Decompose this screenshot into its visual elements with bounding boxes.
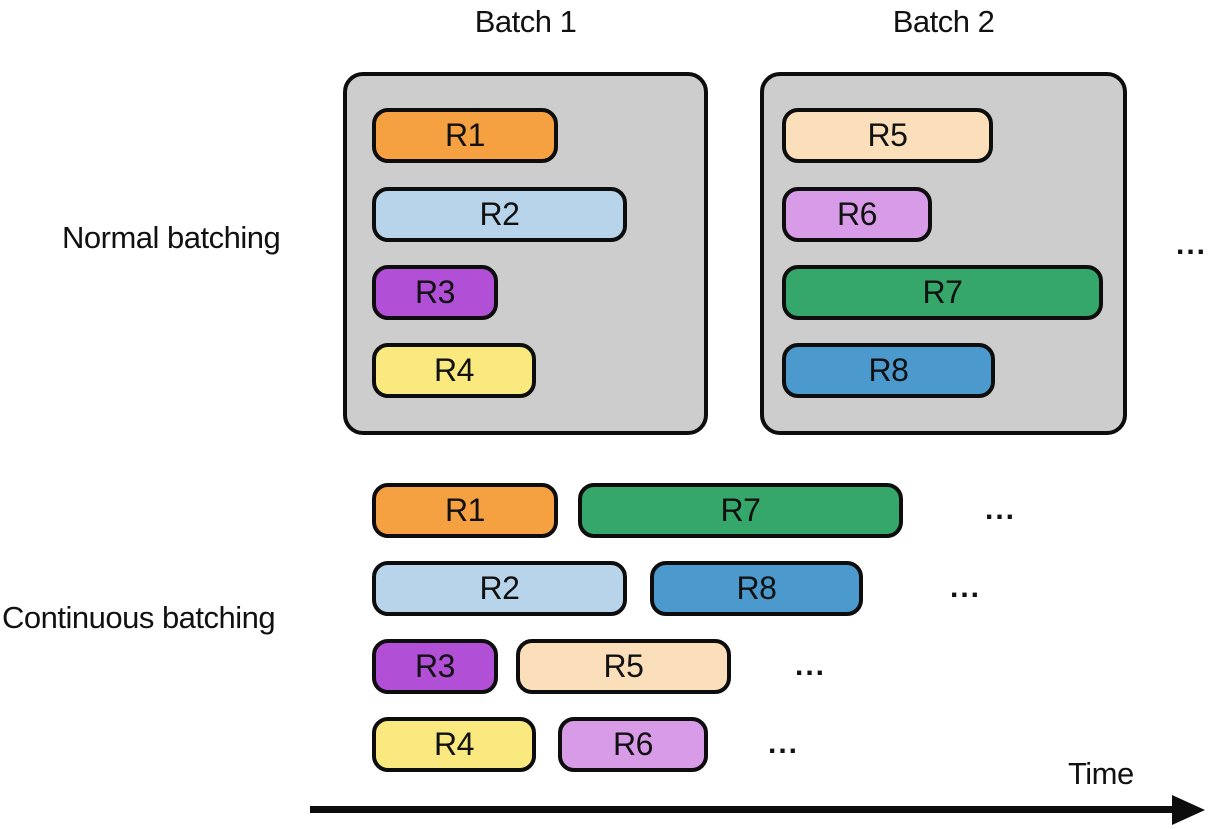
batch2-title: Batch 2 [892,4,995,39]
request-bar-r4-batch1: R4 [372,343,536,398]
continuous-batching-label: Continuous batching [2,600,276,635]
ellipsis-continuous-row1: ... [985,493,1017,526]
request-bar-r1-continuous: R1 [372,483,558,538]
request-bar-r8-batch2: R8 [782,343,995,398]
request-bar-r5-batch2: R5 [782,108,993,163]
request-bar-r2-batch1: R2 [372,187,627,242]
request-bar-r2-continuous: R2 [372,561,627,616]
time-axis-label: Time [1068,756,1134,791]
request-bar-r7-batch2: R7 [782,265,1103,320]
ellipsis-normal-batching: ... [1176,228,1208,261]
request-bar-r3-continuous: R3 [372,639,498,694]
normal-batching-label: Normal batching [62,220,281,255]
time-axis-arrow-line [310,806,1178,813]
ellipsis-continuous-row4: ... [768,727,800,760]
request-bar-r6-batch2: R6 [782,187,932,242]
ellipsis-continuous-row2: ... [950,571,982,604]
request-bar-r1-batch1: R1 [372,108,558,163]
request-bar-r6-continuous: R6 [558,717,708,772]
batch1-title: Batch 1 [474,4,577,39]
request-bar-r7-continuous: R7 [578,483,903,538]
time-axis-arrowhead-icon [1172,795,1205,825]
request-bar-r5-continuous: R5 [516,639,731,694]
request-bar-r8-continuous: R8 [650,561,863,616]
ellipsis-continuous-row3: ... [795,649,827,682]
request-bar-r4-continuous: R4 [372,717,536,772]
request-bar-r3-batch1: R3 [372,265,498,320]
